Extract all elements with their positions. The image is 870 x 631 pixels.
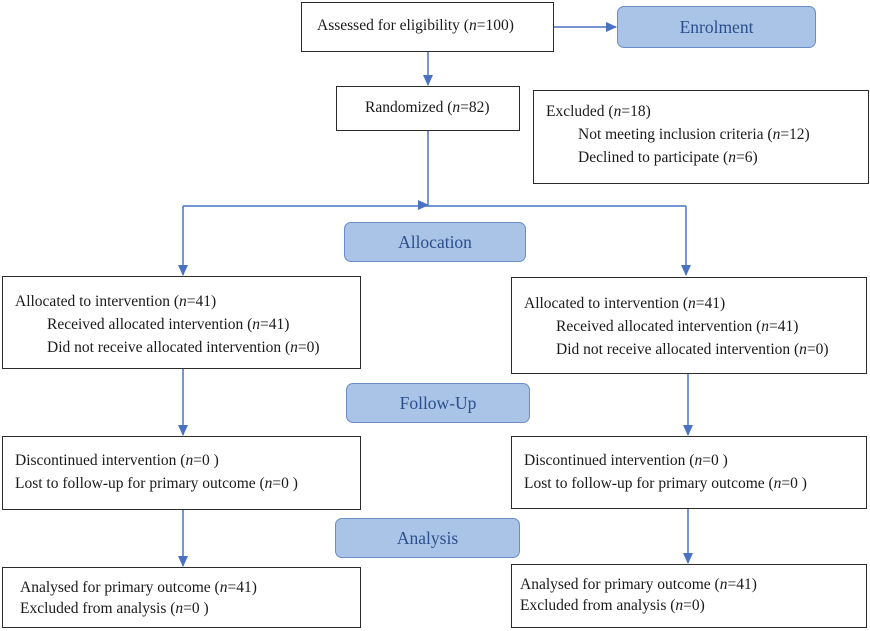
stage-enrolment: Enrolment — [617, 6, 816, 48]
not-received-text: Did not receive allocated intervention (… — [47, 339, 320, 356]
right-allocation-box: Allocated to intervention (n=41) Receive… — [511, 277, 867, 374]
randomized-box: Randomized (n=82) — [336, 86, 520, 131]
right-followup-box: Discontinued intervention (n=0 ) Lost to… — [511, 436, 867, 509]
excluded-analysis-text: Excluded from analysis (n=0) — [520, 597, 705, 614]
left-allocation-box: Allocated to intervention (n=41) Receive… — [2, 276, 361, 369]
received-text: Received allocated intervention (n=41) — [47, 316, 290, 333]
lost-text: Lost to follow-up for primary outcome (n… — [524, 475, 807, 492]
excluded-item: Not meeting inclusion criteria (n=12) — [578, 126, 810, 143]
discontinued-text: Discontinued intervention (n=0 ) — [15, 452, 219, 469]
stage-analysis: Analysis — [335, 518, 520, 558]
stage-allocation-label: Allocation — [398, 232, 472, 252]
stage-allocation: Allocation — [344, 222, 526, 262]
allocated-text: Allocated to intervention (n=41) — [15, 293, 217, 310]
excluded-analysis-text: Excluded from analysis (n=0 ) — [20, 600, 209, 617]
assessed-box: Assessed for eligibility (n=100) — [301, 2, 554, 52]
stage-follow-up: Follow-Up — [346, 383, 530, 423]
analysed-text: Analysed for primary outcome (n=41) — [20, 579, 257, 596]
excluded-title: Excluded (n=18) — [546, 103, 651, 120]
not-received-text: Did not receive allocated intervention (… — [556, 341, 829, 358]
left-followup-box: Discontinued intervention (n=0 ) Lost to… — [2, 436, 361, 510]
right-analysis-box: Analysed for primary outcome (n=41) Excl… — [511, 564, 867, 628]
assessed-text: Assessed for eligibility (n=100) — [317, 17, 514, 34]
excluded-box: Excluded (n=18) Not meeting inclusion cr… — [533, 90, 869, 184]
analysed-text: Analysed for primary outcome (n=41) — [520, 576, 757, 593]
stage-enrolment-label: Enrolment — [679, 17, 754, 37]
received-text: Received allocated intervention (n=41) — [556, 318, 799, 335]
randomized-text: Randomized (n=82) — [365, 99, 490, 116]
stage-analysis-label: Analysis — [396, 528, 459, 548]
lost-text: Lost to follow-up for primary outcome (n… — [15, 475, 298, 492]
left-analysis-box: Analysed for primary outcome (n=41) Excl… — [2, 567, 361, 628]
stage-follow-up-label: Follow-Up — [399, 393, 477, 413]
allocated-text: Allocated to intervention (n=41) — [524, 295, 726, 312]
discontinued-text: Discontinued intervention (n=0 ) — [524, 452, 728, 469]
excluded-item: Declined to participate (n=6) — [578, 149, 758, 166]
